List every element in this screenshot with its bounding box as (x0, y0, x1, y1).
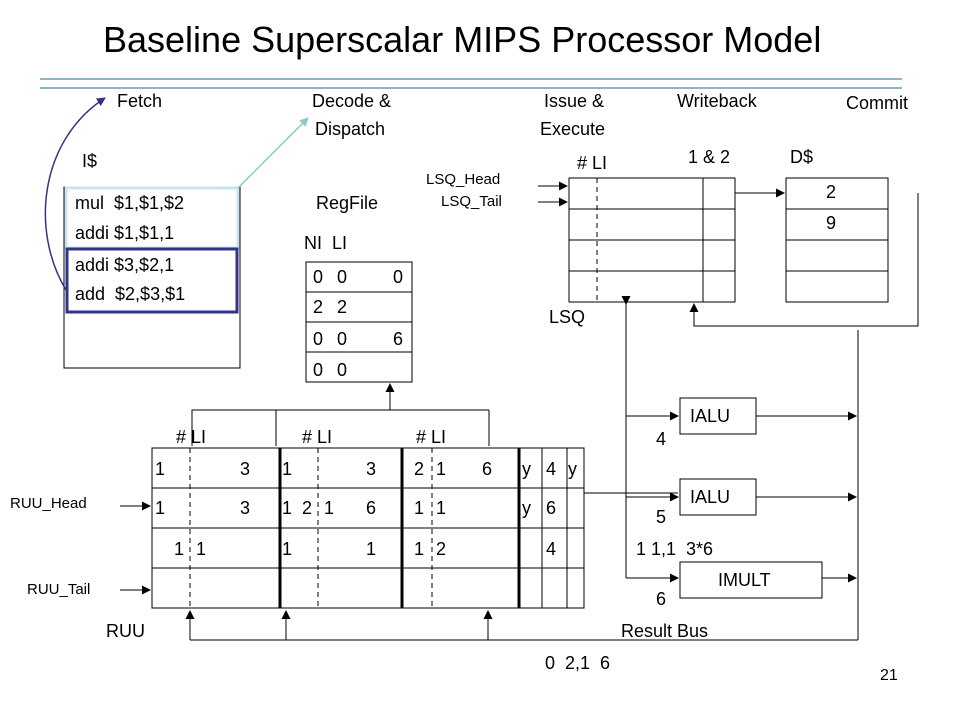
dcache-return-path (689, 193, 919, 327)
ruu-to-regfile-arrow (191, 383, 395, 446)
ruu-r2-c8: 1 (436, 498, 447, 518)
lsq-tail-label: LSQ_Tail (441, 193, 502, 210)
title-underline (40, 78, 902, 89)
ruu-r3-c4: 1 (366, 539, 377, 559)
regfile-val-2: 6 (393, 329, 404, 349)
ruu-r1-c8: y (522, 459, 531, 479)
lsq-li-header: # LI (577, 153, 608, 173)
ruu-head-label: RUU_Head (10, 495, 87, 512)
ruu-li-header-1: # LI (176, 427, 207, 447)
writeback-note: 1 & 2 (688, 147, 731, 167)
unit-ialu-2-tag: 5 (656, 507, 667, 527)
regfile-li-0: 0 (337, 267, 348, 287)
regfile-ni-3: 0 (313, 360, 324, 380)
dispatch-arrow (237, 117, 309, 189)
ruu-r2-c5: 1 (324, 498, 335, 518)
icache-instr-4: add $2,$3,$1 (75, 284, 186, 304)
ruu-r3-c5: 1 (414, 539, 425, 559)
dcache-table (785, 177, 889, 303)
issue-bus (584, 296, 679, 583)
regfile-label: RegFile (316, 193, 379, 213)
ruu-r2-c7: 1 (414, 498, 425, 518)
ruu-tail-label: RUU_Tail (27, 581, 91, 598)
ruu-li-header-2: # LI (302, 427, 333, 447)
dcache-value-1: 9 (826, 213, 837, 233)
regfile-header: NI LI (304, 233, 348, 253)
page-title: Baseline Superscalar MIPS Processor Mode… (103, 19, 822, 60)
stage-issue-line1: Issue & (544, 91, 605, 111)
regfile-li-2: 0 (337, 329, 348, 349)
page-number: 21 (880, 667, 898, 684)
icache-label: I$ (82, 151, 98, 171)
result-bus-values: 0 2,1 6 (545, 653, 611, 673)
imult-box (679, 561, 823, 599)
icache-instr-3: addi $3,$2,1 (75, 255, 175, 275)
ruu-r1-c3: 1 (282, 459, 293, 479)
stage-decode-line2: Dispatch (315, 119, 386, 139)
ruu-r1-c7: 6 (482, 459, 493, 479)
ruu-r1-c10: y (568, 459, 577, 479)
icache-group-bottom (65, 247, 239, 314)
ruu-r1-c5: 2 (414, 459, 425, 479)
ruu-r2-c10: 6 (546, 498, 557, 518)
regfile-table (305, 261, 413, 383)
ruu-r1-c9: 4 (546, 459, 557, 479)
ruu-r1-c1: 1 (155, 459, 166, 479)
regfile-ni-0: 0 (313, 267, 324, 287)
ruu-r1-c6: 1 (436, 459, 447, 479)
ruu-r2-c3: 1 (282, 498, 293, 518)
lsq-head-label: LSQ_Head (426, 171, 501, 188)
result-bus (185, 330, 859, 641)
dcache-label: D$ (790, 147, 814, 167)
result-bus-label: Result Bus (621, 621, 709, 641)
regfile-val-0: 0 (393, 267, 404, 287)
fetch-loop-arrow (44, 97, 106, 291)
ruu-r1-c2: 3 (240, 459, 251, 479)
stage-issue-line2: Execute (540, 119, 606, 139)
icache-box (63, 186, 241, 369)
imult-operands: 1 1,1 3*6 (636, 539, 714, 559)
lsq-table (568, 177, 736, 303)
lsq-label: LSQ (549, 307, 586, 327)
stage-fetch: Fetch (117, 91, 163, 111)
regfile-li-1: 2 (337, 297, 348, 317)
ruu-r2-c6: 6 (366, 498, 377, 518)
regfile-ni-2: 0 (313, 329, 324, 349)
icache-instr-1: mul $1,$1,$2 (75, 193, 185, 213)
stage-writeback: Writeback (677, 91, 757, 111)
dcache-value-0: 2 (826, 182, 837, 202)
unit-ialu-2: IALU (690, 487, 731, 507)
ruu-table (151, 447, 585, 609)
ruu-r3-c3: 1 (282, 539, 293, 559)
stage-decode-line1: Decode & (312, 91, 392, 111)
ruu-li-header-3: # LI (416, 427, 447, 447)
regfile-li-3: 0 (337, 360, 348, 380)
ruu-r3-c2: 1 (196, 539, 207, 559)
ruu-r3-c7: 4 (546, 539, 557, 559)
unit-ialu-1-tag: 4 (656, 429, 667, 449)
unit-imult-tag: 6 (656, 589, 667, 609)
ruu-r3-c6: 2 (436, 539, 447, 559)
stage-commit: Commit (846, 93, 908, 113)
icache-instr-2: addi $1,$1,1 (75, 223, 175, 243)
ruu-r2-c1: 1 (155, 498, 166, 518)
ruu-r1-c4: 3 (366, 459, 377, 479)
ruu-label: RUU (106, 621, 145, 641)
ruu-r3-c1: 1 (174, 539, 185, 559)
unit-imult: IMULT (718, 570, 771, 590)
ruu-r2-c4: 2 (302, 498, 313, 518)
regfile-ni-1: 2 (313, 297, 324, 317)
unit-ialu-1: IALU (690, 406, 731, 426)
ruu-r2-c9: y (522, 498, 531, 518)
ruu-r2-c2: 3 (240, 498, 251, 518)
